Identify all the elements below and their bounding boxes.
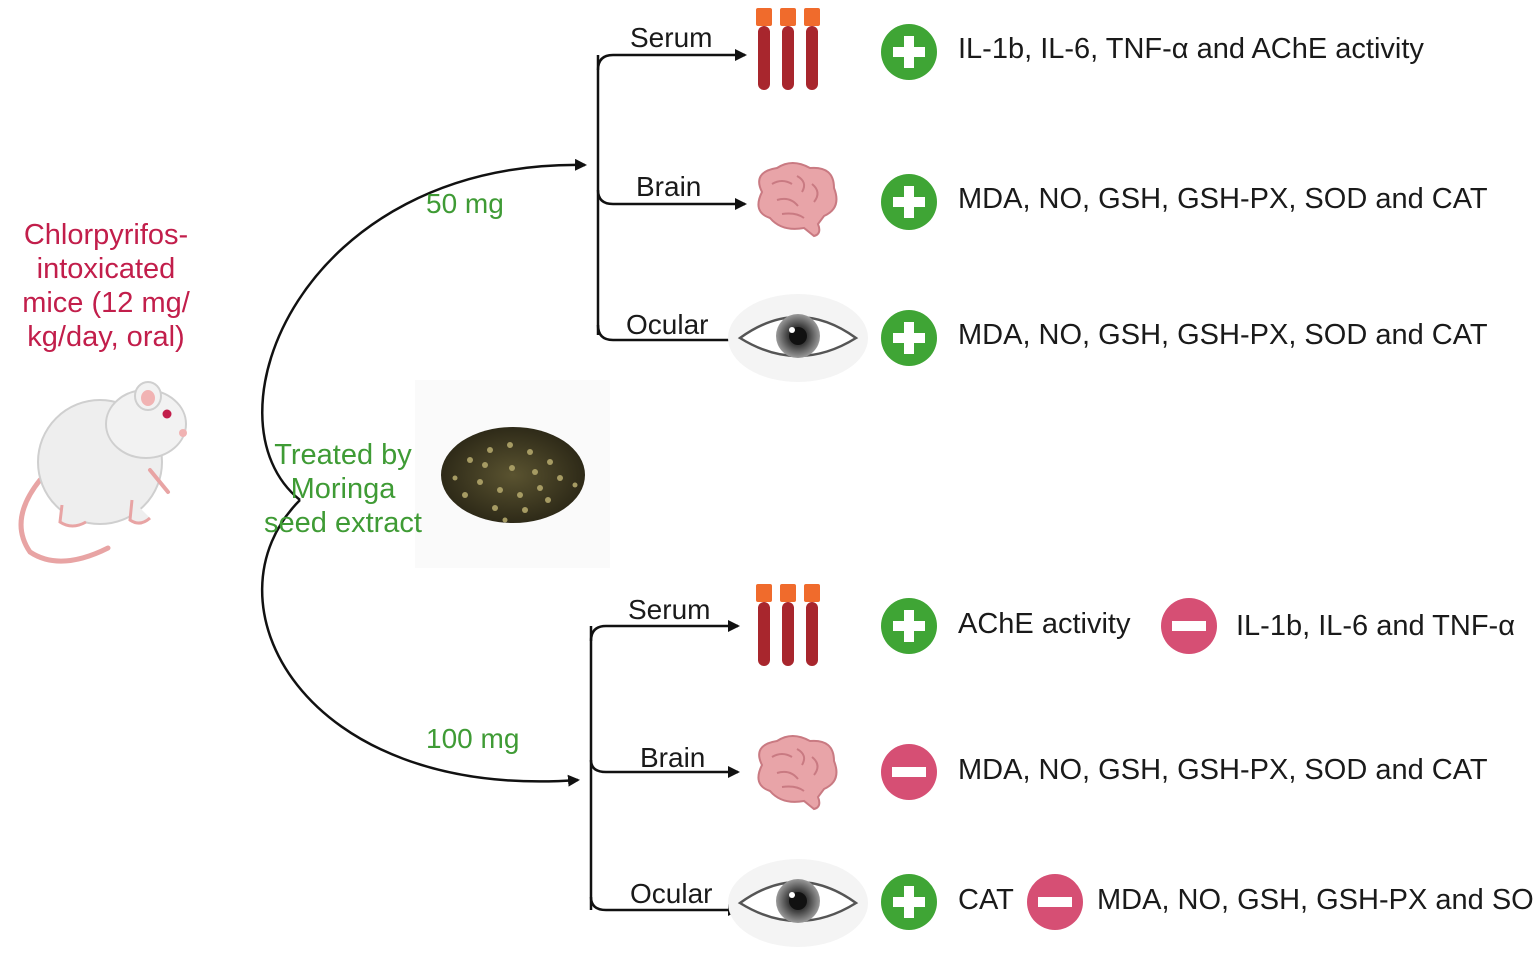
result-decrease-serum-100mg: IL-1b, IL-6 and TNF-α	[1236, 610, 1515, 642]
subject-label-line: mice (12 mg/	[22, 287, 190, 319]
blood-tubes-icon	[756, 584, 820, 666]
plus-circle-icon	[881, 24, 937, 80]
plus-circle-icon	[881, 598, 937, 654]
eye-icon	[728, 294, 868, 382]
tissue-label-ocular: Ocular	[626, 309, 709, 340]
subject-label-line: Chlorpyrifos-	[23, 219, 189, 251]
minus-circle-icon	[1161, 598, 1217, 654]
treatment-label: Treated by Moringa seed extract	[248, 438, 438, 540]
result-increase-ocular-50mg: MDA, NO, GSH, GSH-PX, SOD and CAT	[958, 319, 1488, 351]
result-increase-serum-100mg: AChE activity	[958, 608, 1131, 640]
plus-circle-icon	[881, 310, 937, 366]
mouse-icon	[18, 381, 187, 564]
result-increase-brain-50mg: MDA, NO, GSH, GSH-PX, SOD and CAT	[958, 183, 1488, 215]
treatment-label-line: Treated by	[274, 439, 412, 471]
plus-circle-icon	[881, 174, 937, 230]
moringa-seeds-icon	[415, 380, 610, 568]
treatment-label-line: seed extract	[264, 507, 422, 539]
brain-icon	[757, 162, 838, 238]
dose-label-50mg: 50 mg	[426, 188, 504, 219]
result-increase-ocular-100mg: CAT	[958, 884, 1014, 916]
result-decrease-ocular-100mg: MDA, NO, GSH, GSH-PX and SOD	[1097, 884, 1536, 916]
tissue-label-brain: Brain	[640, 742, 706, 773]
tissue-label-serum: Serum	[630, 22, 713, 53]
subject-label-line: kg/day, oral)	[27, 321, 185, 353]
branch-curve	[261, 158, 587, 501]
result-decrease-brain-100mg: MDA, NO, GSH, GSH-PX, SOD and CAT	[958, 754, 1488, 786]
blood-tubes-icon	[756, 8, 820, 90]
tissue-label-brain: Brain	[636, 171, 702, 202]
dose-label-100mg: 100 mg	[426, 723, 520, 754]
subject-label-line: intoxicated	[36, 253, 176, 285]
bracket-100mg	[589, 620, 740, 916]
plus-circle-icon	[881, 874, 937, 930]
treatment-label-line: Moringa	[290, 473, 396, 505]
tissue-label-serum: Serum	[628, 594, 711, 625]
brain-icon	[757, 735, 838, 811]
minus-circle-icon	[1027, 874, 1083, 930]
subject-label: Chlorpyrifos- intoxicated mice (12 mg/ k…	[6, 218, 206, 354]
result-increase-serum-50mg: IL-1b, IL-6, TNF-α and AChE activity	[958, 33, 1424, 65]
minus-circle-icon	[881, 744, 937, 800]
tissue-label-ocular: Ocular	[630, 878, 713, 909]
bracket-50mg	[596, 49, 747, 346]
branch-curve-lower	[261, 499, 580, 787]
eye-icon	[728, 859, 868, 947]
